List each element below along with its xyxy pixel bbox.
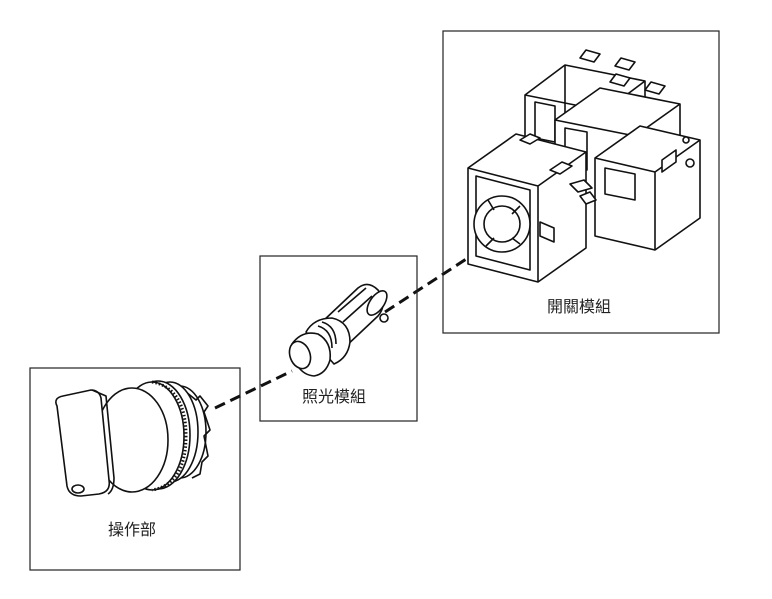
switch-module-frame xyxy=(442,30,720,334)
light-module-frame xyxy=(259,255,418,422)
selector-switch-operator-illustration xyxy=(55,380,211,497)
switch-module-label: 開關模組 xyxy=(547,297,612,316)
contact-block-stack-illustration xyxy=(467,49,701,283)
operator-frame xyxy=(29,367,241,571)
lamp-bulb-illustration xyxy=(288,283,389,377)
light-module-label: 照光模組 xyxy=(302,387,367,406)
operator-label: 操作部 xyxy=(108,520,157,539)
